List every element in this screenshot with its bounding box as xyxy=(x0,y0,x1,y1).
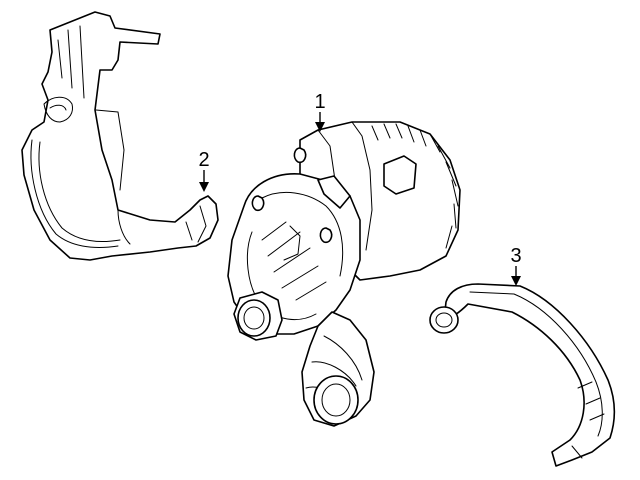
callout-1: 1 xyxy=(314,91,326,132)
part-3-strap xyxy=(429,283,616,467)
callout-3: 3 xyxy=(510,245,522,286)
part-2-bracket xyxy=(21,11,219,261)
callout-3-number: 3 xyxy=(510,245,521,267)
callout-1-number: 1 xyxy=(314,91,325,113)
part-1-pump xyxy=(227,121,461,427)
callout-2-number: 2 xyxy=(198,149,209,171)
callout-2: 2 xyxy=(198,149,210,192)
